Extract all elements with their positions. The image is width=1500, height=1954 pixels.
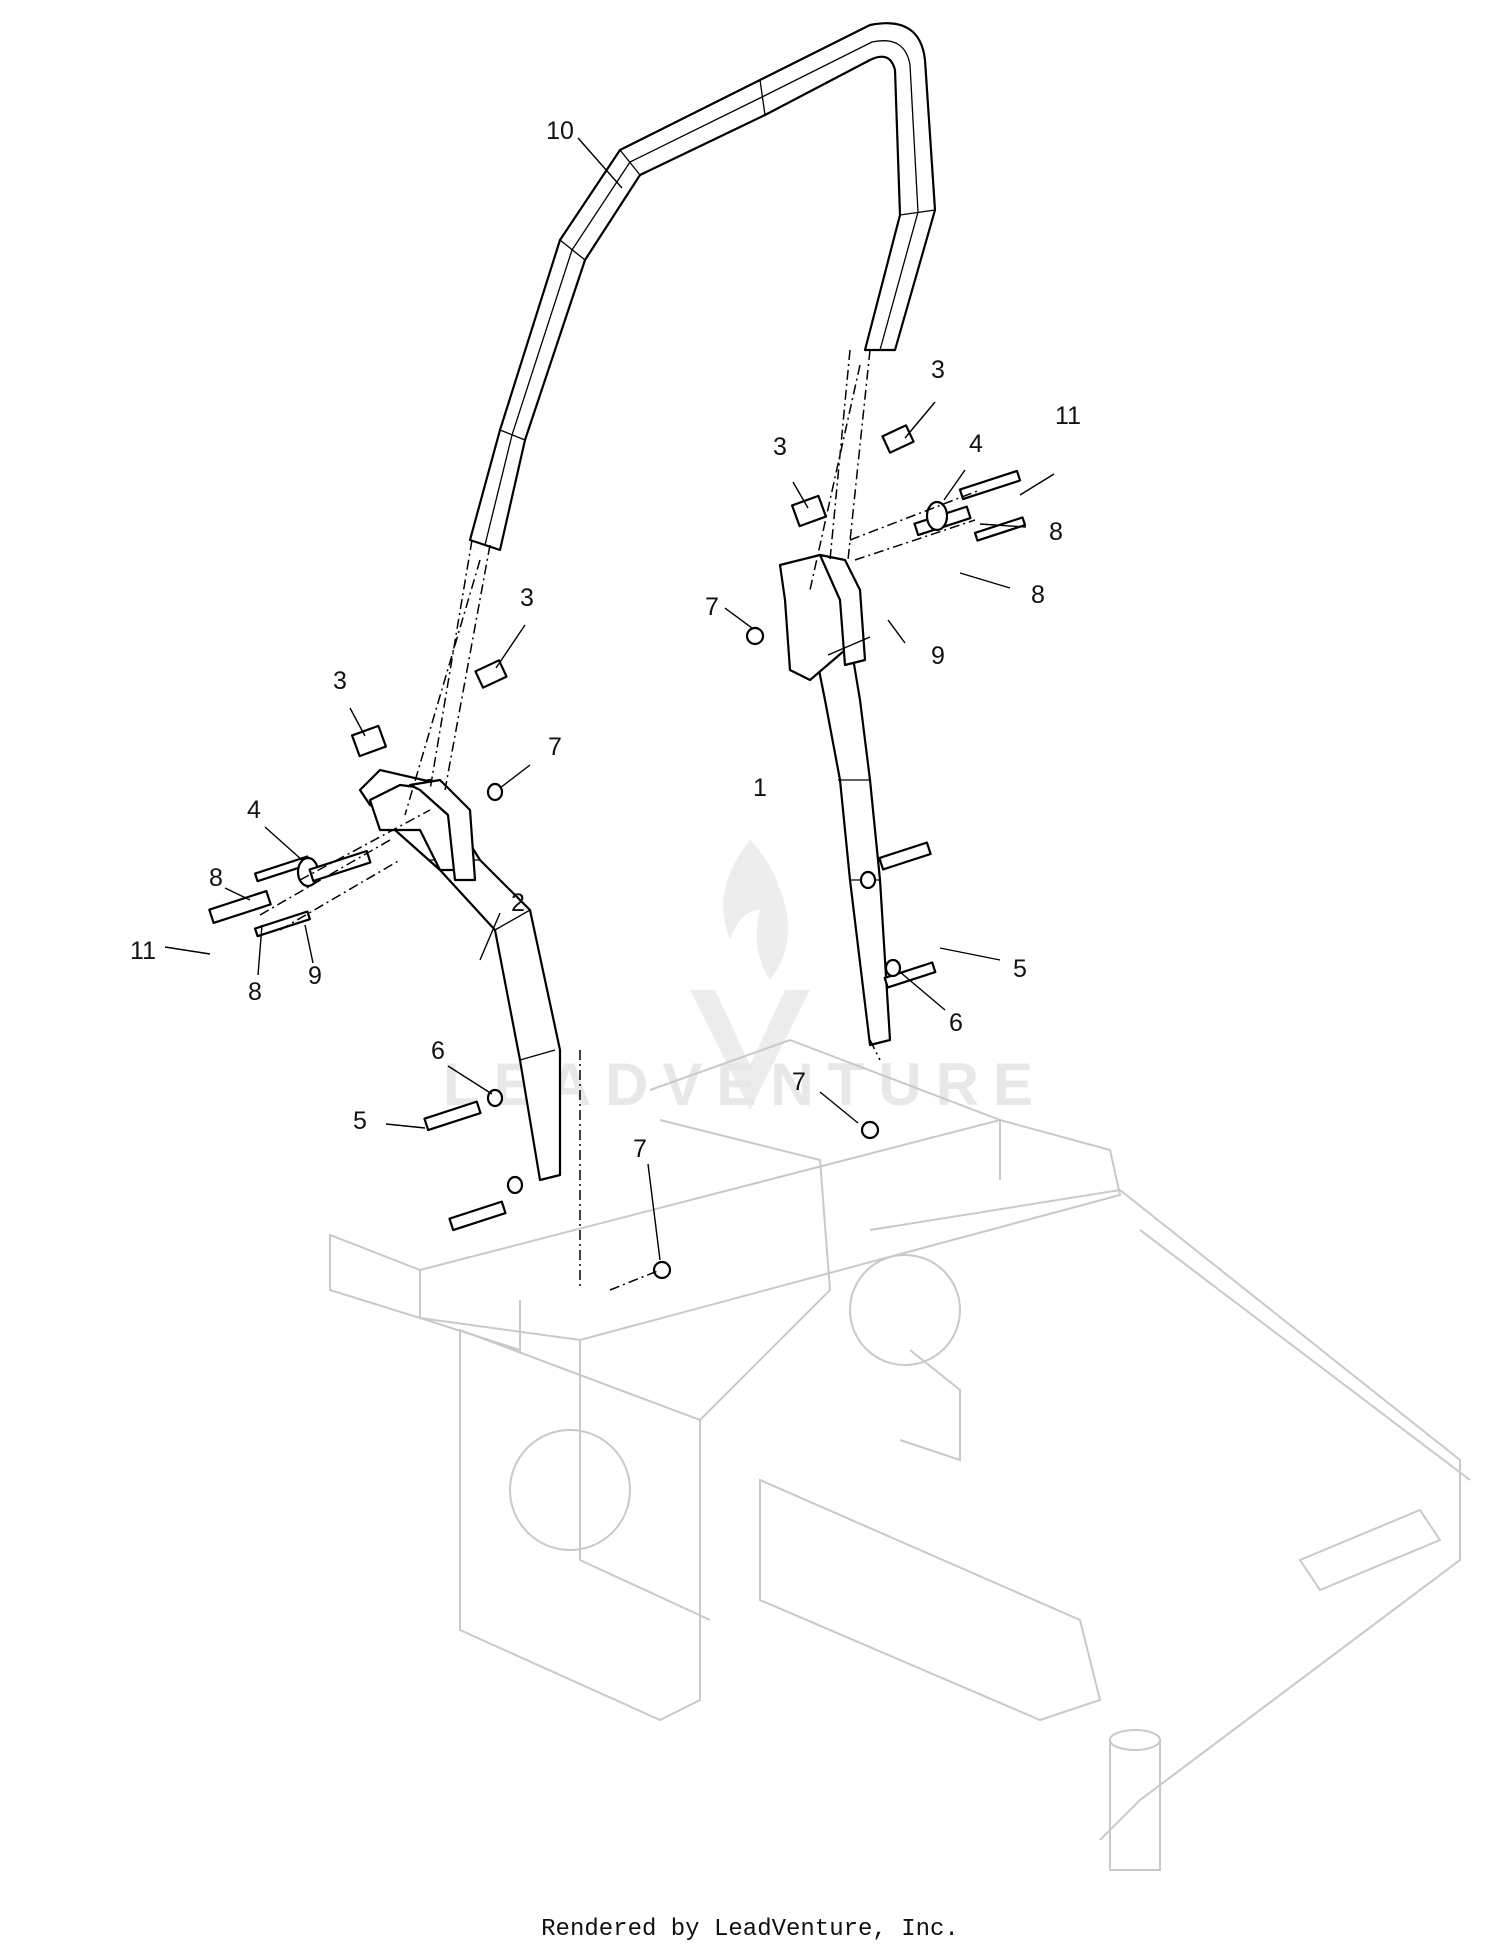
callout-5: 5 (1013, 955, 1027, 983)
hardware (208, 469, 1027, 1280)
right-mount-plate (778, 553, 867, 682)
callout-8: 8 (209, 864, 223, 892)
callout-5: 5 (353, 1107, 367, 1135)
callout-7: 7 (548, 733, 562, 761)
callout-3: 3 (931, 356, 945, 384)
callout-11: 11 (1055, 402, 1081, 430)
callout-labels: 10 3 3 3 3 4 11 8 8 7 9 1 7 4 2 8 11 9 8… (130, 117, 1081, 1163)
callout-8: 8 (1049, 518, 1063, 546)
callout-7: 7 (705, 593, 719, 621)
callout-2: 2 (511, 889, 525, 917)
callout-11: 11 (130, 937, 156, 965)
spacers (350, 424, 915, 758)
part-1-right-lower-bar (813, 638, 892, 1047)
mower-frame (329, 1039, 1471, 1871)
assembly-lines (259, 349, 981, 1291)
callout-3: 3 (520, 584, 534, 612)
flame-logo-icon (723, 840, 788, 980)
leader-lines (164, 137, 1055, 1261)
callout-10: 10 (546, 117, 574, 145)
footer-credit: Rendered by LeadVenture, Inc. (541, 1916, 959, 1943)
callout-9: 9 (931, 642, 945, 670)
callout-9: 9 (308, 962, 322, 990)
callout-3: 3 (333, 667, 347, 695)
callout-8: 8 (248, 978, 262, 1006)
callout-8: 8 (1031, 581, 1045, 609)
callout-4: 4 (247, 796, 261, 824)
callout-4: 4 (969, 430, 983, 458)
callout-7: 7 (792, 1068, 806, 1096)
callout-1: 1 (753, 774, 767, 802)
v-logo-icon (690, 990, 810, 1110)
part-10-roll-bar-hoop (468, 22, 937, 552)
left-mount-plate (368, 778, 477, 882)
callout-6: 6 (431, 1037, 445, 1065)
callout-3: 3 (773, 433, 787, 461)
callout-6: 6 (949, 1009, 963, 1037)
callout-7: 7 (633, 1135, 647, 1163)
